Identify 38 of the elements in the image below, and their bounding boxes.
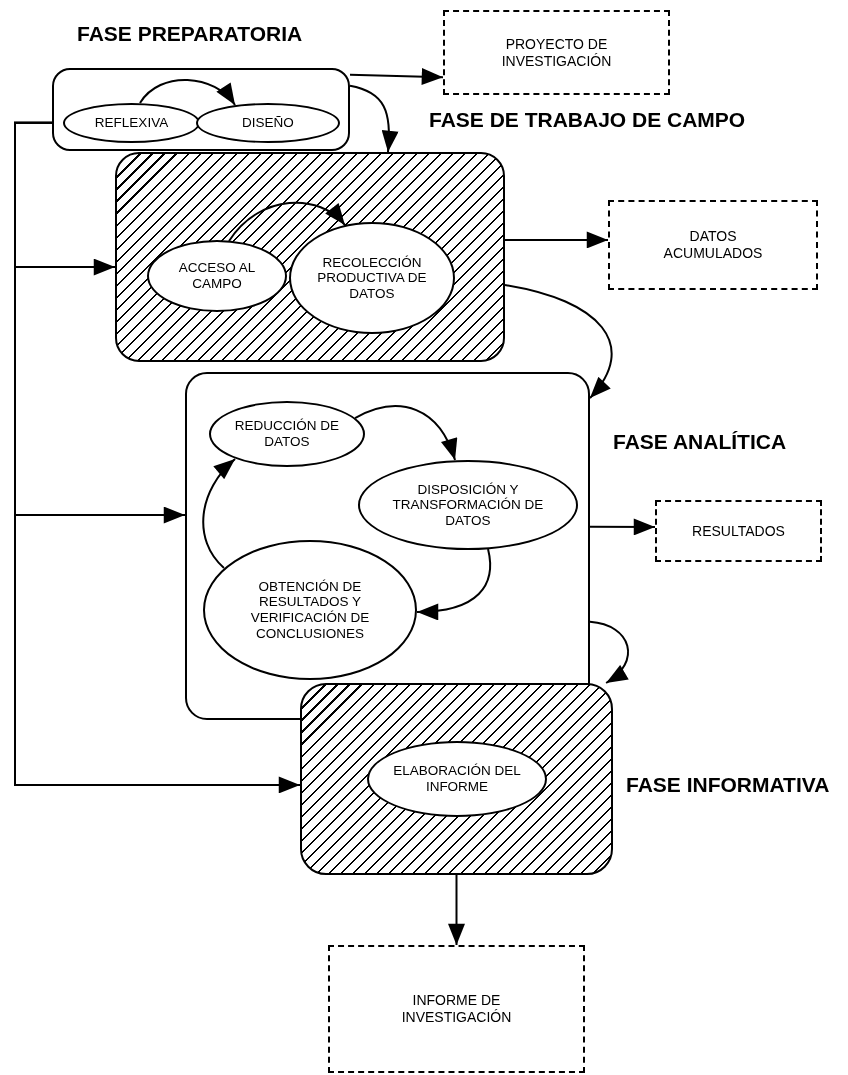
arrow [139,79,236,106]
process-ellipse [289,222,455,334]
dashed-output-box [608,200,818,290]
node-text: REFLEXIVA [94,115,169,131]
arrow [354,405,457,461]
arrow [589,620,630,684]
arrow [202,458,237,569]
arrow [504,283,613,400]
node-text: RESULTADOS [692,522,785,540]
dashed-output-box [328,945,585,1073]
process-ellipse [196,103,340,143]
arrow [589,518,656,536]
node-text: REDUCCIÓN DE DATOS [233,418,341,450]
process-ellipse [367,741,547,817]
arrow [349,68,444,86]
process-ellipse [147,240,287,312]
dashed-output-box [443,10,670,95]
arrow [416,548,492,620]
phase-heading: FASE ANALÍTICA [613,430,787,454]
arrow [504,231,609,249]
arrow [14,121,301,794]
node-text: DISEÑO [242,115,294,131]
dashed-output-box [655,500,822,562]
node-text: DATOS ACUMULADOS [662,228,764,262]
process-ellipse [63,103,200,143]
node-text: ELABORACIÓN DEL INFORME [392,763,522,795]
arrow [349,84,399,153]
node-text: PROYECTO DE INVESTIGACIÓN [500,35,613,70]
node-text: RECOLECCIÓN PRODUCTIVA DE DATOS [316,254,428,302]
phase-heading: FASE DE TRABAJO DE CAMPO [429,108,746,132]
node-text: ACCESO AL CAMPO [177,260,257,292]
phase-heading: FASE PREPARATORIA [77,22,303,46]
node-text: OBTENCIÓN DE RESULTADOS Y VERIFICACIÓN DE CONCLUSIONES [249,578,371,642]
node-text: INFORME DE INVESTIGACIÓN [400,992,513,1026]
arrow [448,874,465,946]
phase-heading: FASE INFORMATIVA [626,773,830,797]
node-text: DISPOSICIÓN Y TRANSFORMACIÓN DE DATOS [391,481,545,529]
arrow [228,201,346,242]
